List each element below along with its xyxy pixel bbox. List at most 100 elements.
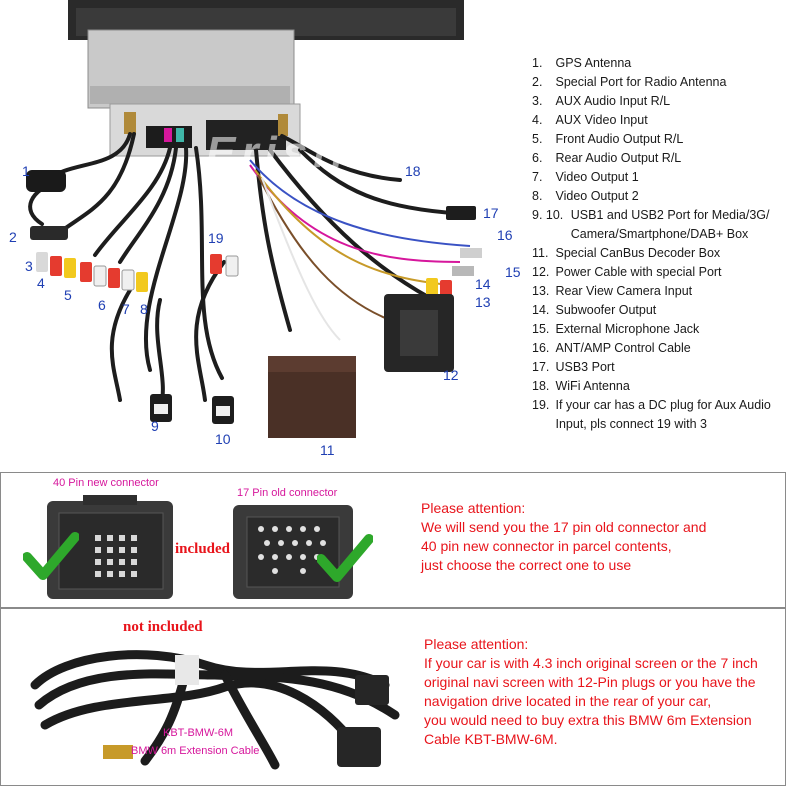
- legend-number: 11.: [532, 246, 549, 260]
- legend-item: 14. Subwoofer Output: [530, 301, 782, 320]
- legend-item: 1. GPS Antenna: [530, 54, 782, 73]
- legend-number: 16.: [532, 341, 550, 355]
- not-included-label: not included: [123, 619, 203, 635]
- extension-cable-image: [30, 650, 400, 770]
- legend-number: 14.: [532, 303, 550, 317]
- attention-notice-connectors: Please attention: We will send you the 1…: [421, 499, 706, 575]
- callout-15: 15: [505, 264, 521, 280]
- product-diagram: Erisin 1 2 3 4 5 6 7 8 9 10 11 12 13 14 …: [0, 0, 521, 470]
- legend-item: 12. Power Cable with special Port: [530, 263, 782, 282]
- callout-14: 14: [475, 276, 491, 292]
- legend-text: Video Output 1: [555, 170, 639, 184]
- legend-number: 8.: [532, 189, 543, 203]
- connector-panel: 40 Pin new connector 17 Pin old connecto…: [0, 472, 786, 608]
- legend-number: 6.: [532, 151, 543, 165]
- legend-item: 9. 10. USB1 and USB2 Port for Media/3G/ …: [530, 206, 782, 244]
- cable-name-label: BMW 6m Extension Cable: [131, 745, 260, 757]
- legend-item: 4. AUX Video Input: [530, 111, 782, 130]
- attention-line: navigation drive located in the rear of …: [424, 693, 712, 709]
- callout-17: 17: [483, 205, 499, 221]
- callout-12: 12: [443, 367, 459, 383]
- attention-line: you would need to buy extra this BMW 6m …: [424, 712, 752, 728]
- legend-text: USB1 and USB2 Port for Media/3G/ Camera/…: [570, 208, 770, 241]
- checkmark-icon: [317, 534, 373, 582]
- legend-text: Subwoofer Output: [555, 303, 657, 317]
- callout-7: 7: [122, 301, 130, 317]
- attention-title: Please attention:: [424, 636, 529, 652]
- watermark-logo: Erisin: [206, 128, 365, 177]
- legend-text: If your car has a DC plug for Aux Audio …: [555, 398, 771, 431]
- extension-cable-panel: not included KBT-BMW-6M BMW 6m Extension…: [0, 608, 786, 786]
- callout-19: 19: [208, 230, 224, 246]
- legend-item: 16. ANT/AMP Control Cable: [530, 339, 782, 358]
- legend-number: 15.: [532, 322, 550, 336]
- legend-item: 6. Rear Audio Output R/L: [530, 149, 782, 168]
- callout-13: 13: [475, 294, 491, 310]
- legend-number: 9. 10.: [532, 208, 564, 222]
- callout-4: 4: [37, 275, 45, 291]
- callout-10: 10: [215, 431, 231, 447]
- legend-number: 3.: [532, 94, 543, 108]
- legend-text: External Microphone Jack: [555, 322, 700, 336]
- legend-item: 11. Special CanBus Decoder Box: [530, 244, 782, 263]
- legend-item: 15. External Microphone Jack: [530, 320, 782, 339]
- callout-6: 6: [98, 297, 106, 313]
- legend-number: 1.: [532, 56, 543, 70]
- attention-line: 40 pin new connector in parcel contents,: [421, 538, 672, 554]
- legend-text: USB3 Port: [555, 360, 615, 374]
- label-40-pin-connector: 40 Pin new connector: [53, 477, 159, 489]
- legend-number: 17.: [532, 360, 550, 374]
- legend-text: AUX Audio Input R/L: [555, 94, 671, 108]
- legend-text: Rear Audio Output R/L: [555, 151, 682, 165]
- legend-item: 18. WiFi Antenna: [530, 377, 782, 396]
- attention-line: Cable KBT-BMW-6M.: [424, 731, 558, 747]
- checkmark-icon: [23, 532, 79, 580]
- attention-line: If your car is with 4.3 inch original sc…: [424, 655, 758, 671]
- legend-text: Special Port for Radio Antenna: [555, 75, 727, 89]
- legend-number: 7.: [532, 170, 543, 184]
- attention-line: original navi screen with 12-Pin plugs o…: [424, 674, 756, 690]
- callout-8: 8: [140, 301, 148, 317]
- legend-number: 18.: [532, 379, 550, 393]
- legend-number: 19.: [532, 398, 550, 412]
- legend-number: 5.: [532, 132, 543, 146]
- cable-code-label: KBT-BMW-6M: [163, 727, 234, 739]
- legend-item: 2. Special Port for Radio Antenna: [530, 73, 782, 92]
- legend-text: Front Audio Output R/L: [555, 132, 684, 146]
- legend-number: 12.: [532, 265, 550, 279]
- attention-title: Please attention:: [421, 500, 526, 516]
- legend-item: 3. AUX Audio Input R/L: [530, 92, 782, 111]
- callout-16: 16: [497, 227, 513, 243]
- callout-3: 3: [25, 258, 33, 274]
- legend-item: 8. Video Output 2: [530, 187, 782, 206]
- callout-9: 9: [151, 418, 159, 434]
- attention-notice-extension: Please attention: If your car is with 4.…: [424, 635, 758, 749]
- included-label: included: [175, 541, 231, 557]
- legend-text: WiFi Antenna: [555, 379, 630, 393]
- attention-line: We will send you the 17 pin old connecto…: [421, 519, 707, 535]
- callout-5: 5: [64, 287, 72, 303]
- legend-item: 7. Video Output 1: [530, 168, 782, 187]
- label-17-pin-connector: 17 Pin old connector: [237, 487, 338, 499]
- legend-number: 2.: [532, 75, 543, 89]
- legend-number: 4.: [532, 113, 543, 127]
- legend-text: Power Cable with special Port: [555, 265, 722, 279]
- legend-text: AUX Video Input: [555, 113, 648, 127]
- attention-line: just choose the correct one to use: [421, 557, 632, 573]
- legend-text: Rear View Camera Input: [555, 284, 693, 298]
- legend-number: 13.: [532, 284, 550, 298]
- legend-item: 17. USB3 Port: [530, 358, 782, 377]
- legend-text: Special CanBus Decoder Box: [555, 246, 721, 260]
- callout-18: 18: [405, 163, 421, 179]
- wiring-harness-illustration: [26, 0, 482, 438]
- legend-item: 13. Rear View Camera Input: [530, 282, 782, 301]
- legend-item: 19. If your car has a DC plug for Aux Au…: [530, 396, 782, 434]
- legend-item: 5. Front Audio Output R/L: [530, 130, 782, 149]
- callout-1: 1: [22, 163, 30, 179]
- legend-text: ANT/AMP Control Cable: [555, 341, 691, 355]
- connector-40-pin-image: [45, 495, 177, 610]
- callout-2: 2: [9, 229, 17, 245]
- connector-17-pin-image: [231, 503, 355, 606]
- legend-text: Video Output 2: [555, 189, 639, 203]
